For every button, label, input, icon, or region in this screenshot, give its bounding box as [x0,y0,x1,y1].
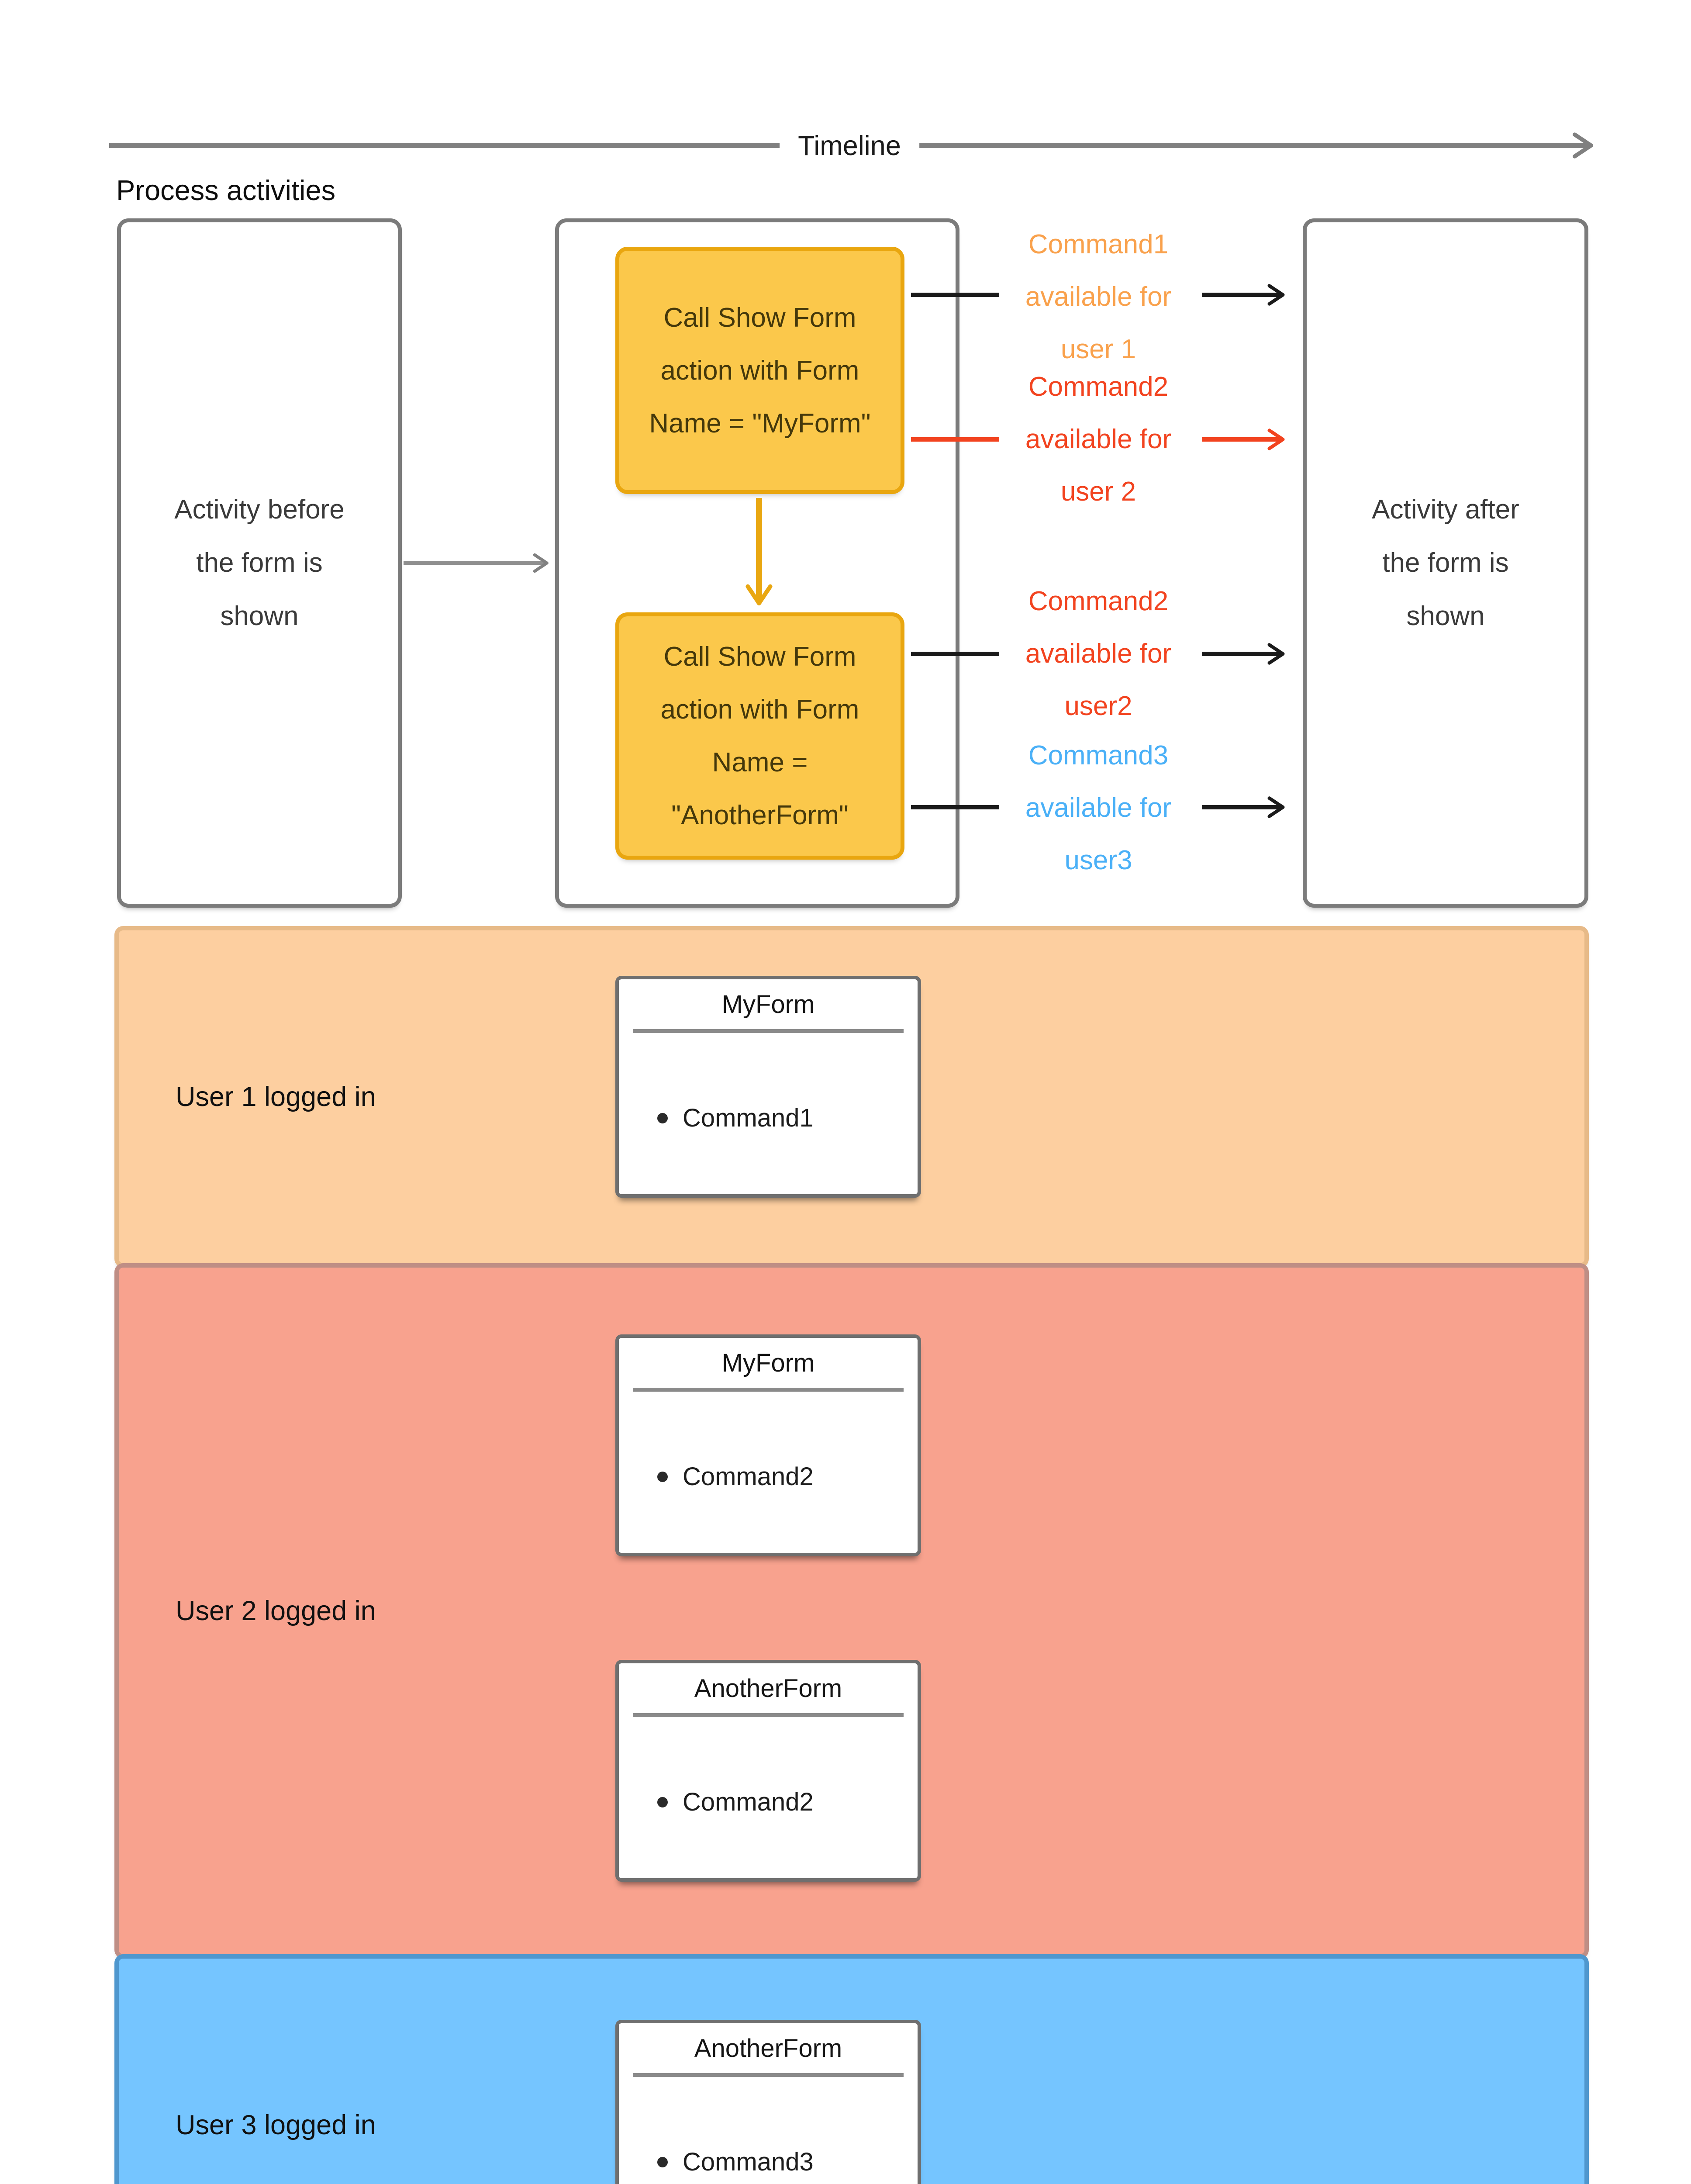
form-command-item: Command2 [657,1462,814,1491]
form-card-user2-myform: MyForm Command2 [615,1334,921,1556]
form-command-label: Command2 [683,1462,814,1491]
form-title: MyForm [721,990,815,1019]
call-show-form-myform-text: Call Show Form action with Form Name = "… [649,302,871,439]
form-command-item: Command3 [657,2147,814,2177]
form-title: MyForm [721,1349,815,1377]
lane-user3-label: User 3 logged in [176,2110,376,2140]
call-show-form-anotherform-text: Call Show Form action with Form Name = "… [660,642,859,830]
call-show-form-anotherform-box: Call Show Form action with Form Name = "… [615,612,904,860]
lane-user1: User 1 logged in MyForm Command1 [114,926,1589,1268]
form-card-user1-myform: MyForm Command1 [615,976,921,1198]
activity-before-box: Activity before the form is shown [117,218,402,908]
form-command-label: Command1 [683,1104,814,1132]
activity-after-box: Activity after the form is shown [1303,218,1588,908]
form-title-rule [633,1029,904,1033]
lane-user1-label: User 1 logged in [176,1082,376,1112]
form-card-user2-anotherform: AnotherForm Command2 [615,1660,921,1882]
process-activities-label: Process activities [116,174,336,206]
lane-user3: User 3 logged in AnotherForm Command3 [114,1954,1589,2184]
form-card-user3-anotherform: AnotherForm Command3 [615,2020,921,2184]
lane-user2: User 2 logged in MyForm Command2 Another… [114,1263,1589,1959]
bullet-icon [657,1797,668,1807]
form-title-rule [633,2073,904,2077]
form-title-rule [633,1713,904,1717]
form-title: AnotherForm [694,2034,842,2063]
activity-before-text: Activity before the form is shown [174,494,345,631]
call-show-form-myform-box: Call Show Form action with Form Name = "… [615,247,904,494]
form-title: AnotherForm [694,1674,842,1703]
lane-user2-label: User 2 logged in [176,1596,376,1626]
bullet-icon [657,2156,668,2167]
form-title-rule [633,1388,904,1392]
form-command-item: Command1 [657,1103,814,1133]
timeline-title: Timeline [780,126,919,166]
annotation-command1-user1: Command1 available for user 1 [1025,229,1172,364]
annotation-command2-user2-second: Command2 available for user2 [1025,586,1172,721]
form-command-item: Command2 [657,1787,814,1817]
form-command-label: Command3 [683,2148,814,2176]
bullet-icon [657,1113,668,1123]
activity-after-text: Activity after the form is shown [1372,494,1519,631]
form-command-label: Command2 [683,1788,814,1816]
annotation-command3-user3: Command3 available for user3 [1025,740,1172,875]
bullet-icon [657,1471,668,1482]
annotation-command2-user2: Command2 available for user 2 [1025,372,1172,507]
